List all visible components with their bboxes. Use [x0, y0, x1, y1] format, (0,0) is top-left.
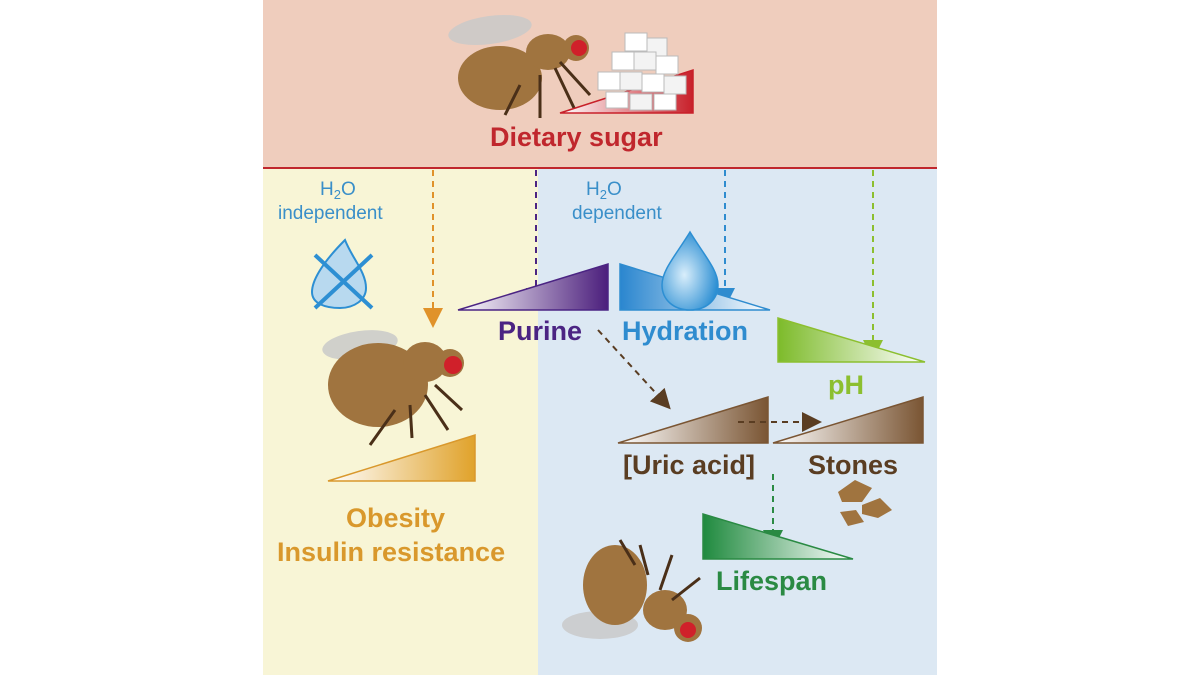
h2o-dependent-sub: 2 [599, 187, 607, 202]
stones-label: Stones [808, 450, 899, 480]
purine-gradient-triangle [457, 262, 609, 311]
fly-icon [448, 14, 592, 118]
h2o-independent-label: independent [278, 203, 383, 224]
ph-label: pH [828, 370, 864, 400]
stones-icon [838, 480, 892, 526]
h2o-independent-h: H [320, 179, 334, 200]
lifespan-gradient-triangle [702, 512, 854, 560]
h2o-dependent-formula: H2O [586, 180, 622, 201]
crossed-water-drop-icon [310, 238, 374, 310]
obesity-gradient-triangle [327, 433, 476, 482]
header-title: Dietary sugar [490, 122, 663, 152]
water-drop-icon [661, 230, 719, 311]
insulin-resistance-label: Insulin resistance [277, 537, 506, 567]
lifespan-label: Lifespan [716, 566, 828, 596]
obese-fly-icon [322, 330, 464, 446]
h2o-independent-formula: H2O [320, 180, 356, 201]
arrow-purine-to-uric-acid [597, 329, 671, 410]
dead-fly-icon [562, 539, 702, 642]
ph-gradient-triangle [777, 316, 926, 363]
obesity-label: Obesity [346, 503, 446, 533]
h2o-dependent-h: H [586, 179, 600, 200]
h2o-dependent-o: O [606, 179, 622, 200]
purine-label: Purine [498, 316, 583, 346]
hydration-label: Hydration [622, 316, 749, 346]
uric-acid-gradient-triangle [617, 395, 769, 444]
h2o-independent-sub: 2 [333, 187, 341, 202]
sugar-cubes-icon [597, 32, 687, 111]
h2o-independent-o: O [340, 179, 356, 200]
uric-acid-label: [Uric acid] [623, 450, 756, 480]
h2o-dependent-label: dependent [572, 203, 662, 224]
